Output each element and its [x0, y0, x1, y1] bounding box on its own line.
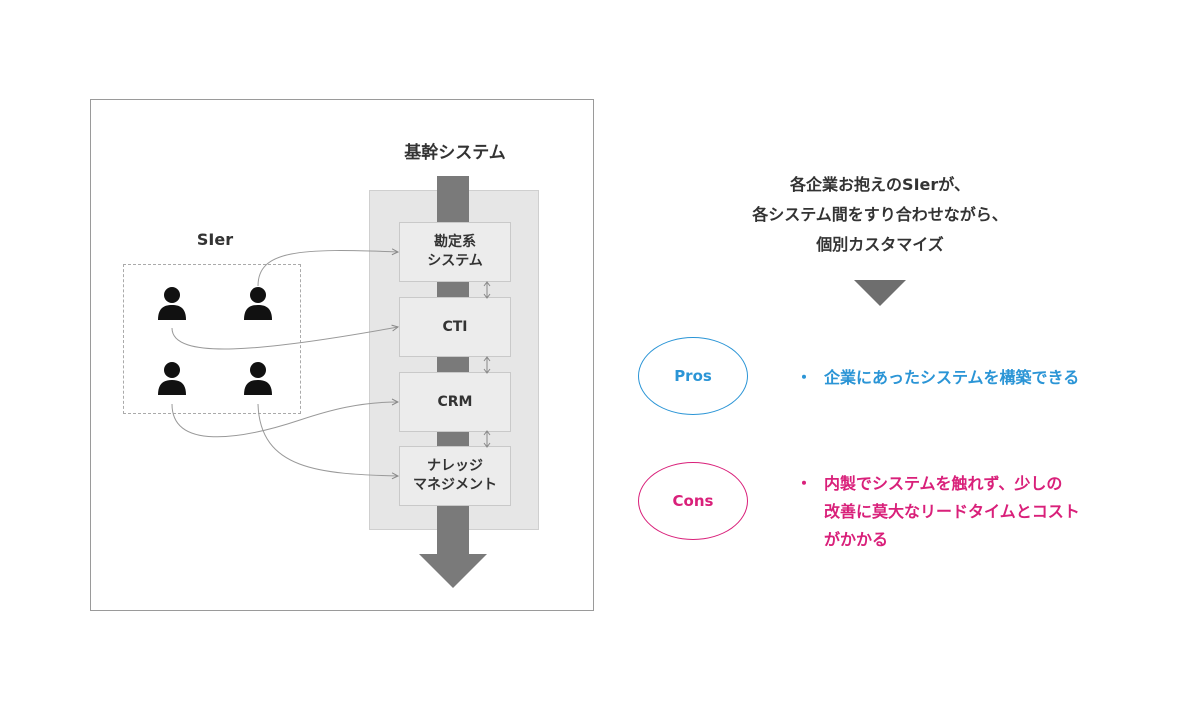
- sync-arrow-icon: [483, 356, 491, 374]
- bullet: ・: [796, 474, 813, 493]
- cons-text: 内製でシステムを触れず、少しの 改善に莫大なリードタイムとコスト がかかる: [824, 474, 1080, 549]
- pros-item: ・ 企業にあったシステムを構築できる: [796, 364, 1079, 392]
- person-icon: [158, 287, 186, 320]
- core-system-title: 基幹システム: [404, 143, 506, 163]
- sync-arrow-icon: [483, 281, 491, 299]
- sier-group: [123, 264, 301, 414]
- system-knowledge: ナレッジ マネジメント: [399, 446, 511, 506]
- bullet: ・: [796, 368, 813, 387]
- sync-arrow-icon: [483, 430, 491, 448]
- person-icon: [158, 362, 186, 395]
- pros-text: 企業にあったシステムを構築できる: [824, 368, 1080, 387]
- system-cti: CTI: [399, 297, 511, 357]
- pros-badge: Pros: [638, 337, 748, 415]
- cons-item: ・ 内製でシステムを触れず、少しの 改善に莫大なリードタイムとコスト がかかる: [796, 470, 1080, 554]
- connector-lines: [171, 0, 600, 620]
- summary-text: 各企業お抱えのSIerが、 各システム間をすり合わせながら、 個別カスタマイズ: [752, 175, 1008, 254]
- system-crm: CRM: [399, 372, 511, 432]
- system-accounting: 勘定系 システム: [399, 222, 511, 282]
- person-icon: [244, 362, 272, 395]
- down-triangle-icon: [854, 280, 906, 306]
- cons-badge: Cons: [638, 462, 748, 540]
- sier-label: SIer: [196, 230, 234, 249]
- person-icon: [244, 287, 272, 320]
